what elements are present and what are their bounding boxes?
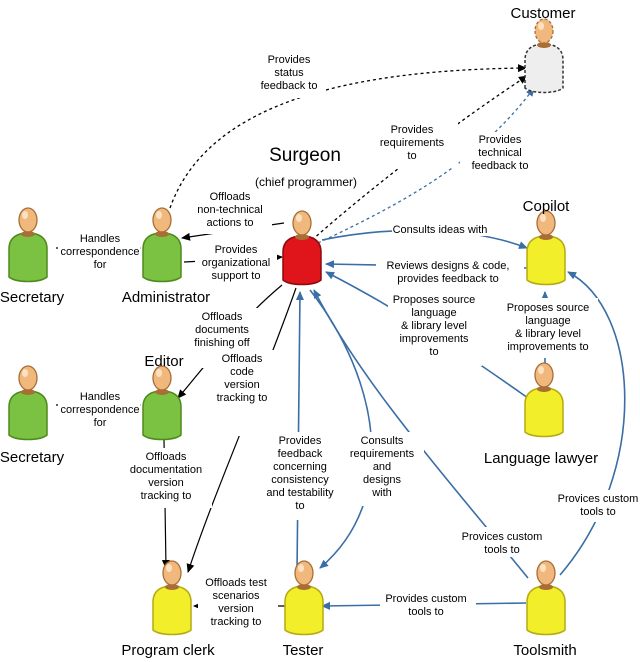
edge-surgeon-to-clerk <box>186 287 297 573</box>
administrator-label: Administrator <box>122 289 210 306</box>
administrator-figure <box>142 207 182 283</box>
program-clerk-figure <box>152 560 192 636</box>
label-copilot-to-surgeon: Reviews designs & code,provides feedback… <box>387 260 510 285</box>
label-surgeon-copilot: Consults ideas with <box>393 224 488 236</box>
language-lawyer-figure <box>524 362 564 438</box>
editor-figure <box>142 365 182 441</box>
edge-surgeon-to-tester <box>309 289 373 569</box>
program-clerk-label: Program clerk <box>121 642 215 659</box>
edge-surgeon-to-customer-tech <box>317 87 535 244</box>
secretary-label-2: Secretary <box>0 449 65 466</box>
tester-figure <box>284 560 324 636</box>
role-labels: Customer Surgeon (chief programmer) Copi… <box>0 5 598 659</box>
customer-figure <box>524 18 564 94</box>
surgeon-label: Surgeon <box>269 145 341 166</box>
customer-label: Customer <box>510 5 575 22</box>
edge-admin-to-customer <box>169 64 527 209</box>
secretary-figure-2 <box>8 365 48 441</box>
surgeon-figure <box>282 210 322 286</box>
editor-label: Editor <box>144 353 183 370</box>
tester-label: Tester <box>283 642 324 659</box>
copilot-label: Copilot <box>523 198 571 215</box>
surgeon-sublabel: (chief programmer) <box>255 175 357 189</box>
copilot-figure <box>526 210 566 286</box>
secretary-label-1: Secretary <box>0 289 65 306</box>
toolsmith-label: Toolsmith <box>513 642 576 659</box>
toolsmith-figure <box>526 560 566 636</box>
edge-toolsmith-to-copilot <box>559 271 626 576</box>
language-lawyer-label: Language lawyer <box>484 450 598 467</box>
secretary-figure-1 <box>8 207 48 283</box>
people <box>8 18 566 636</box>
